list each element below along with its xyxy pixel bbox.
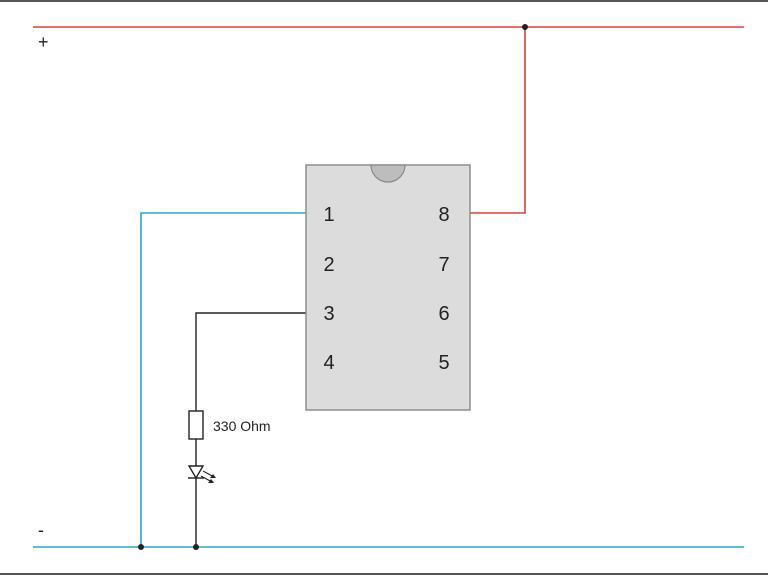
junction-dot <box>138 544 144 550</box>
pin-label: 1 <box>323 204 334 226</box>
junction-dot <box>193 544 199 550</box>
chip-notch <box>370 164 406 183</box>
negative-label: - <box>38 520 44 540</box>
pin-label: 3 <box>323 303 334 325</box>
pin-label: 8 <box>438 204 449 226</box>
ic-chip <box>305 164 471 411</box>
pin-label: 6 <box>438 303 449 325</box>
pin8-wire <box>470 27 526 214</box>
resistor <box>188 410 204 440</box>
junction-dot <box>522 24 528 30</box>
pin-label: 2 <box>323 254 334 276</box>
positive-label: + <box>38 32 49 52</box>
pin-label: 4 <box>323 352 334 374</box>
pin1-wire <box>140 212 306 547</box>
led-icon <box>187 465 216 483</box>
pin-label: 5 <box>438 352 449 374</box>
resistor-label: 330 Ohm <box>213 418 271 434</box>
pin-label: 7 <box>438 254 449 276</box>
